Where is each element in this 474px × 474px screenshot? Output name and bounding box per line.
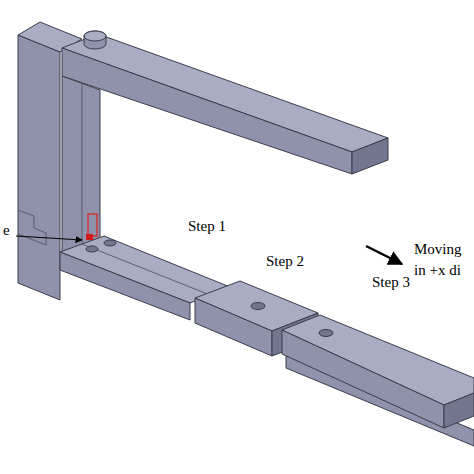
base-groove <box>82 244 210 295</box>
pillar-edge <box>82 83 83 244</box>
arm-end <box>352 138 388 174</box>
sleeve-hole <box>251 303 265 310</box>
callout-label: e <box>3 222 10 239</box>
knob <box>84 31 106 49</box>
column-notch <box>18 210 46 245</box>
step-label: in +x di <box>414 262 461 279</box>
base-front <box>60 252 190 320</box>
base-hole <box>86 246 98 252</box>
slider-front <box>282 330 444 428</box>
sleeve-front <box>195 298 272 356</box>
base-hole <box>104 240 116 246</box>
arm-front <box>62 48 352 174</box>
direction-arrow <box>366 246 402 264</box>
probe-outline <box>88 214 97 236</box>
knob-top <box>84 31 106 41</box>
column-side <box>18 35 60 300</box>
step-label: Step 2 <box>266 253 304 270</box>
step-label: Step 1 <box>188 218 226 235</box>
pillar-front <box>62 76 100 252</box>
slider-hole <box>319 330 333 337</box>
step-label: Moving <box>414 241 462 258</box>
step-label: Step 3 <box>372 274 410 291</box>
slider-end <box>444 393 474 428</box>
probe <box>86 234 93 240</box>
leader-arrow <box>16 236 82 240</box>
